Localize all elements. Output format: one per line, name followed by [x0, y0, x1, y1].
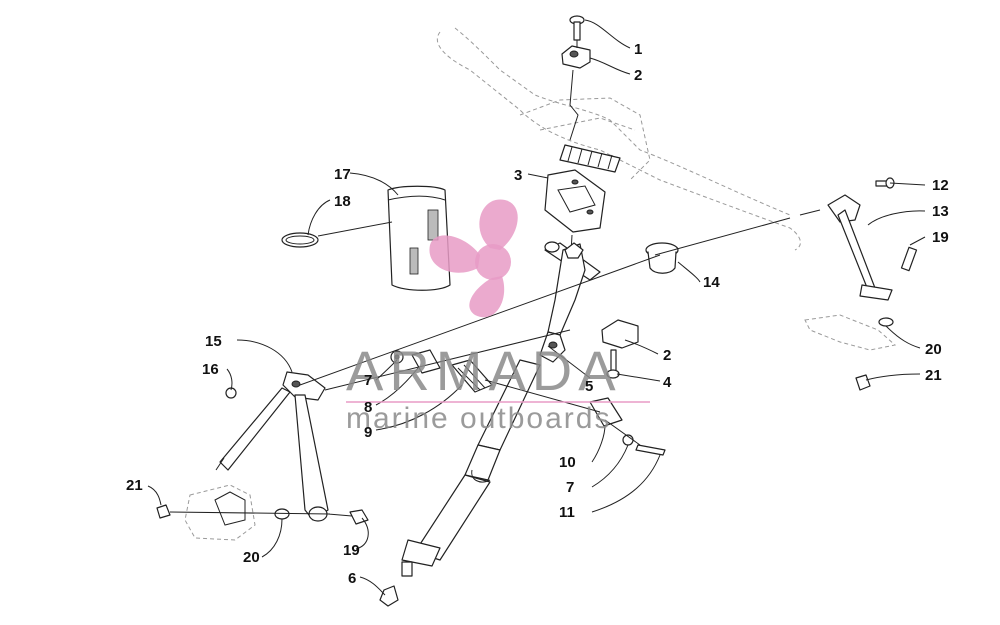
- part-21-nut-left: [156, 504, 171, 519]
- part-20-washer-left: [274, 508, 290, 520]
- part-19-bolt-right: [900, 246, 918, 272]
- part-2-clamp-cap-top: [561, 45, 591, 69]
- callout-4: 4: [663, 374, 672, 391]
- callout-9: 9: [364, 424, 372, 441]
- steering-column-lower: [401, 359, 541, 577]
- watermark-title: ARMADA: [346, 339, 622, 402]
- callout-21: 21: [126, 477, 143, 494]
- watermark-subtitle: marine outboards: [346, 402, 611, 435]
- part-3-mount-bracket: [544, 169, 606, 233]
- part-17-sleeve: [387, 185, 451, 291]
- callout-12: 12: [932, 177, 949, 194]
- callout-2: 2: [663, 347, 671, 364]
- callout-21: 21: [925, 367, 942, 384]
- part-10-clamp: [589, 397, 623, 427]
- callout-16: 16: [202, 361, 219, 378]
- callout-15: 15: [205, 333, 222, 350]
- callout-5: 5: [585, 378, 593, 395]
- callout-19: 19: [343, 542, 360, 559]
- part-18-ring-clip: [281, 232, 319, 248]
- part-6-bolt: [379, 585, 399, 607]
- callout-10: 10: [559, 454, 576, 471]
- propeller-icon: [429, 199, 518, 318]
- part-1-screw: [569, 15, 585, 41]
- callout-1: 1: [634, 41, 642, 58]
- left-frame-outline: [184, 484, 256, 541]
- callout-7: 7: [566, 479, 574, 496]
- callout-8: 8: [364, 399, 372, 416]
- callout-19: 19: [932, 229, 949, 246]
- part-14-bushing: [645, 242, 679, 274]
- callout-7: 7: [364, 372, 372, 389]
- part-20-washer-right: [878, 317, 894, 327]
- callout-18: 18: [334, 193, 351, 210]
- part-9-pad: [451, 359, 493, 393]
- part-21-nut-right: [855, 374, 871, 391]
- callout-14: 14: [703, 274, 720, 291]
- right-frame-outline: [804, 314, 897, 351]
- callout-3: 3: [514, 167, 522, 184]
- callout-20: 20: [243, 549, 260, 566]
- part-11-bolt: [635, 444, 666, 456]
- handlebar-grip: [559, 144, 621, 173]
- leader-lines: [147, 19, 926, 596]
- part-13-support-arm: [827, 194, 893, 301]
- callout-20: 20: [925, 341, 942, 358]
- handlebar-outline: [437, 27, 801, 251]
- callout-labels: 1 2 3 2 4 5 6 7 8 9 10 7 11 12 13 19 14 …: [126, 41, 949, 587]
- part-15-support-arm: [215, 371, 329, 522]
- part-4-screw: [606, 349, 620, 379]
- part-7-nut-upper: [390, 350, 404, 364]
- callout-11: 11: [559, 504, 575, 521]
- callout-2: 2: [634, 67, 642, 84]
- callout-17: 17: [334, 166, 351, 183]
- callout-6: 6: [348, 570, 356, 587]
- callout-13: 13: [932, 203, 949, 220]
